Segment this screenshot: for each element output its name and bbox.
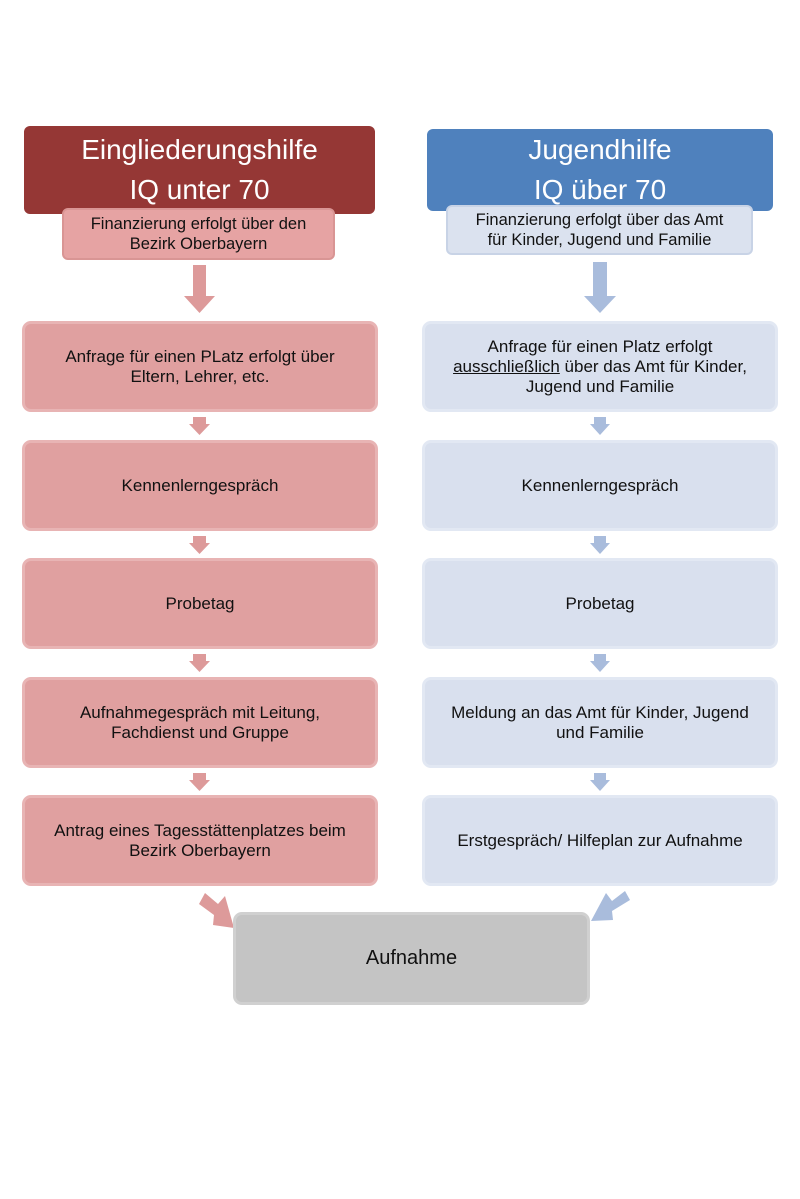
arrow-down-left-1	[189, 417, 210, 435]
left-step-probetag: Probetag	[22, 558, 378, 649]
left-iq: IQ unter 70	[129, 174, 270, 205]
arrow-down-left-2	[189, 536, 210, 554]
arrow-diagonal-left	[199, 893, 234, 928]
step-text: Probetag	[165, 593, 235, 613]
step-text: Anfrage für einen Platz erfolgt	[487, 336, 713, 356]
step-text: Anfrage für einen PLatz erfolgt über	[65, 346, 335, 366]
right-step-request: Anfrage für einen Platz erfolgt ausschli…	[422, 321, 778, 412]
arrow-down-right-3	[590, 654, 610, 672]
step-text-emphasis-line: ausschließlich über das Amt für Kinder,	[453, 357, 747, 377]
left-step-request: Anfrage für einen PLatz erfolgt über Elt…	[22, 321, 378, 412]
left-column-header: Eingliederungshilfe IQ unter 70	[24, 126, 375, 214]
step-text: Bezirk Oberbayern	[129, 840, 271, 860]
arrow-down-left-4	[189, 773, 210, 791]
step-text: Kennenlerngespräch	[121, 475, 279, 495]
step-text: Eltern, Lehrer, etc.	[130, 366, 270, 386]
arrow-diagonal-right	[591, 891, 630, 921]
arrow-down-right-1	[590, 417, 610, 435]
left-step-kennenlern: Kennenlerngespräch	[22, 440, 378, 531]
arrow-down-left-3	[189, 654, 210, 672]
right-step-kennenlern: Kennenlerngespräch	[422, 440, 778, 531]
right-title: Jugendhilfe	[528, 134, 672, 165]
step-text: über das Amt für Kinder,	[559, 356, 747, 376]
step-text: Fachdienst und Gruppe	[111, 722, 289, 742]
step-text: Erstgespräch/ Hilfeplan zur Aufnahme	[457, 830, 743, 850]
right-iq: IQ über 70	[533, 174, 667, 205]
left-funding-line2: Bezirk Oberbayern	[129, 235, 268, 253]
right-funding-line1: Finanzierung erfolgt über das Amt	[475, 211, 724, 229]
arrow-down-right-2	[590, 536, 610, 554]
right-funding-box: Finanzierung erfolgt über das Amt für Ki…	[446, 205, 753, 255]
arrow-down-right-0	[584, 262, 616, 313]
left-title: Eingliederungshilfe	[81, 134, 318, 165]
step-text: Antrag eines Tagesstättenplatzes beim	[54, 820, 346, 840]
arrow-down-right-4	[590, 773, 610, 791]
final-label: Aufnahme	[365, 947, 458, 969]
right-step-meldung: Meldung an das Amt für Kinder, Jugend un…	[422, 677, 778, 768]
right-column-header: Jugendhilfe IQ über 70	[427, 129, 773, 211]
step-text: Meldung an das Amt für Kinder, Jugend	[451, 702, 749, 722]
left-funding-box: Finanzierung erfolgt über den Bezirk Obe…	[62, 208, 335, 260]
step-text: Kennenlerngespräch	[521, 475, 679, 495]
left-step-antrag: Antrag eines Tagesstättenplatzes beim Be…	[22, 795, 378, 886]
right-step-probetag: Probetag	[422, 558, 778, 649]
arrow-down-left-0	[184, 265, 215, 313]
left-funding-line1: Finanzierung erfolgt über den	[90, 215, 307, 233]
underlined-emphasis: ausschließlich	[453, 356, 560, 376]
step-text: Probetag	[565, 593, 635, 613]
left-step-aufnahmegespraech: Aufnahmegespräch mit Leitung, Fachdienst…	[22, 677, 378, 768]
step-text: und Familie	[556, 722, 644, 742]
step-text: Jugend und Familie	[525, 376, 675, 396]
right-funding-line2: für Kinder, Jugend und Familie	[487, 231, 712, 249]
final-aufnahme-box: Aufnahme	[233, 912, 590, 1005]
right-step-erstgespraech: Erstgespräch/ Hilfeplan zur Aufnahme	[422, 795, 778, 886]
step-text: Aufnahmegespräch mit Leitung,	[79, 702, 321, 722]
